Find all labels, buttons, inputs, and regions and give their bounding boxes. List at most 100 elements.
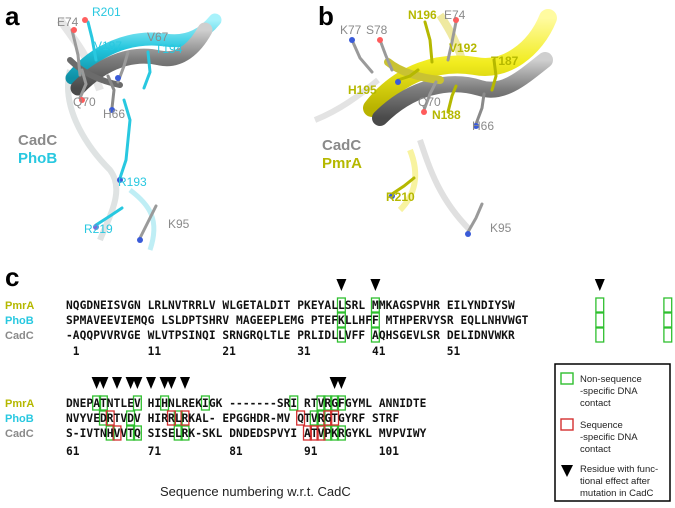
- cadc-helix-b: [372, 52, 553, 126]
- functional-residue-marker-2-1: [98, 377, 109, 389]
- residue-label-r210: R210: [386, 190, 415, 204]
- alignment-legend: Non-sequence-specific DNAcontactSequence…: [554, 363, 671, 502]
- row-label-cadc: CadC: [5, 428, 34, 440]
- specific-contact-box-2-0: [105, 410, 115, 426]
- functional-residue-marker-2-4: [132, 377, 143, 389]
- sequence-cadc: -AQQPVVRVGE WLVTPSINQI SRNGRQLTLE PRLIDL…: [66, 329, 515, 342]
- legend-text-green-1: -specific DNA: [580, 386, 638, 397]
- nonspecific-contact-box-2-1: [98, 395, 108, 411]
- functional-residue-marker-2-2: [112, 377, 122, 389]
- residue-label-r219: R219: [84, 222, 113, 236]
- alignment-caption: Sequence numbering w.r.t. CadC: [160, 484, 351, 499]
- nonspecific-contact-box-1-1: [336, 312, 346, 328]
- residue-label-t187: T187: [491, 54, 519, 68]
- position-number-71: 71: [148, 445, 162, 458]
- legend-phob: PhoB: [18, 150, 57, 167]
- specific-contact-box-2-7: [302, 425, 312, 441]
- residue-label-e74: E74: [444, 8, 466, 22]
- residue-label-e74: E74: [57, 15, 79, 29]
- nonspecific-contact-box-1-11: [663, 327, 673, 343]
- nonspecific-contact-box-2-21: [330, 425, 340, 441]
- residue-label-h66: H66: [103, 107, 125, 121]
- specific-contact-box-2-1: [166, 410, 176, 426]
- nonspecific-contact-box-2-0: [92, 395, 102, 411]
- functional-residue-marker-2-7: [166, 377, 177, 389]
- nonspecific-contact-box-1-0: [336, 297, 346, 313]
- residue-label-h66: H66: [472, 119, 494, 133]
- nonspecific-contact-box-2-18: [173, 425, 183, 441]
- row-label-phob: PhoB: [5, 315, 34, 327]
- nonspecific-contact-box-2-14: [316, 410, 326, 426]
- alignment-legend-box: [554, 363, 671, 502]
- panel-b: b: [313, 1, 557, 237]
- sequence-phob: SPMAVEEVIEMQG LSLDPTSHRV MAGEEPLEMG PTEF…: [66, 314, 529, 327]
- nonspecific-contact-box-2-13: [309, 410, 319, 426]
- functional-residue-marker-2-10: [336, 377, 347, 389]
- nonspecific-contact-box-2-7: [323, 395, 333, 411]
- nonspecific-contact-box-2-6: [316, 395, 326, 411]
- functional-residue-marker-1-0: [336, 279, 347, 291]
- alignment-legend-items: Non-sequence-specific DNAcontactSequence…: [560, 372, 658, 499]
- nonspecific-contact-box-2-3: [160, 395, 170, 411]
- residue-label-q70: Q70: [73, 95, 96, 109]
- nonspecific-contact-box-2-5: [289, 395, 299, 411]
- sequence-pmra: NQGDNEISVGN LRLNVTRRLV WLGETALDIT PKEYAL…: [66, 299, 515, 312]
- cadc-strand-a: [56, 17, 104, 92]
- specific-contact-box-2-3: [296, 410, 306, 426]
- nonspecific-contact-box-2-11: [126, 410, 136, 426]
- legend-cadc: CadC: [322, 137, 361, 154]
- row-label-phob: PhoB: [5, 413, 34, 425]
- nonspecific-contact-box-2-10: [98, 410, 108, 426]
- nonspecific-contact-box-1-3: [370, 297, 380, 313]
- panel-b-sidechains: [350, 20, 498, 234]
- position-number-31: 31: [297, 345, 311, 358]
- position-number-51: 51: [447, 345, 461, 358]
- legend-triangle-icon: [561, 465, 573, 477]
- nonspecific-contact-box-2-17: [132, 425, 142, 441]
- residue-label-t194: T194: [155, 42, 183, 56]
- sequence-pmra: DNEPATNTLEV HIHNLREKIGK -------SRI RTVRG…: [66, 397, 426, 410]
- residue-label-v67: V67: [147, 30, 169, 44]
- cadc-loop-b: [313, 77, 380, 123]
- legend-pmra: PmrA: [322, 155, 362, 172]
- residue-label-n196: N196: [408, 8, 437, 22]
- legend-text-green-2: contact: [580, 398, 611, 409]
- nonspecific-contact-box-1-2: [336, 327, 346, 343]
- position-number-21: 21: [222, 345, 236, 358]
- position-number-61: 61: [66, 445, 80, 458]
- nonspecific-contact-box-2-4: [200, 395, 210, 411]
- functional-residue-marker-1-2: [594, 279, 605, 291]
- residue-label-h195: H195: [348, 83, 377, 97]
- nonspecific-contact-box-2-22: [336, 425, 346, 441]
- panel-a: a: [5, 1, 222, 251]
- residue-label-n188: N188: [432, 108, 461, 122]
- residue-label-q70: Q70: [418, 95, 441, 109]
- specific-contact-box-2-5: [330, 410, 340, 426]
- legend-text-green-0: Non-sequence: [580, 374, 642, 385]
- nonspecific-contact-box-2-8: [330, 395, 340, 411]
- position-number-101: 101: [379, 445, 399, 458]
- legend-text-red-0: Sequence: [580, 420, 623, 431]
- functional-residue-marker-2-0: [91, 377, 102, 389]
- functional-residue-marker-2-6: [159, 377, 170, 389]
- panel-a-letter: a: [5, 1, 20, 31]
- cadc-helix-a: [70, 22, 213, 96]
- panel-c-letter: c: [5, 262, 19, 292]
- panel-b-letter: b: [318, 1, 334, 31]
- position-number-1: 1: [73, 345, 80, 358]
- residue-label-v192: V192: [449, 41, 477, 55]
- specific-contact-box-2-6: [112, 425, 122, 441]
- nonspecific-contact-box-1-7: [595, 312, 605, 328]
- nonspecific-contact-box-1-5: [370, 327, 380, 343]
- nonspecific-contact-box-1-8: [595, 327, 605, 343]
- residue-label-r201: R201: [92, 5, 121, 19]
- panel-b-atoms: [349, 17, 479, 237]
- residue-label-k95: K95: [490, 221, 512, 235]
- functional-residue-marker-2-8: [180, 377, 190, 389]
